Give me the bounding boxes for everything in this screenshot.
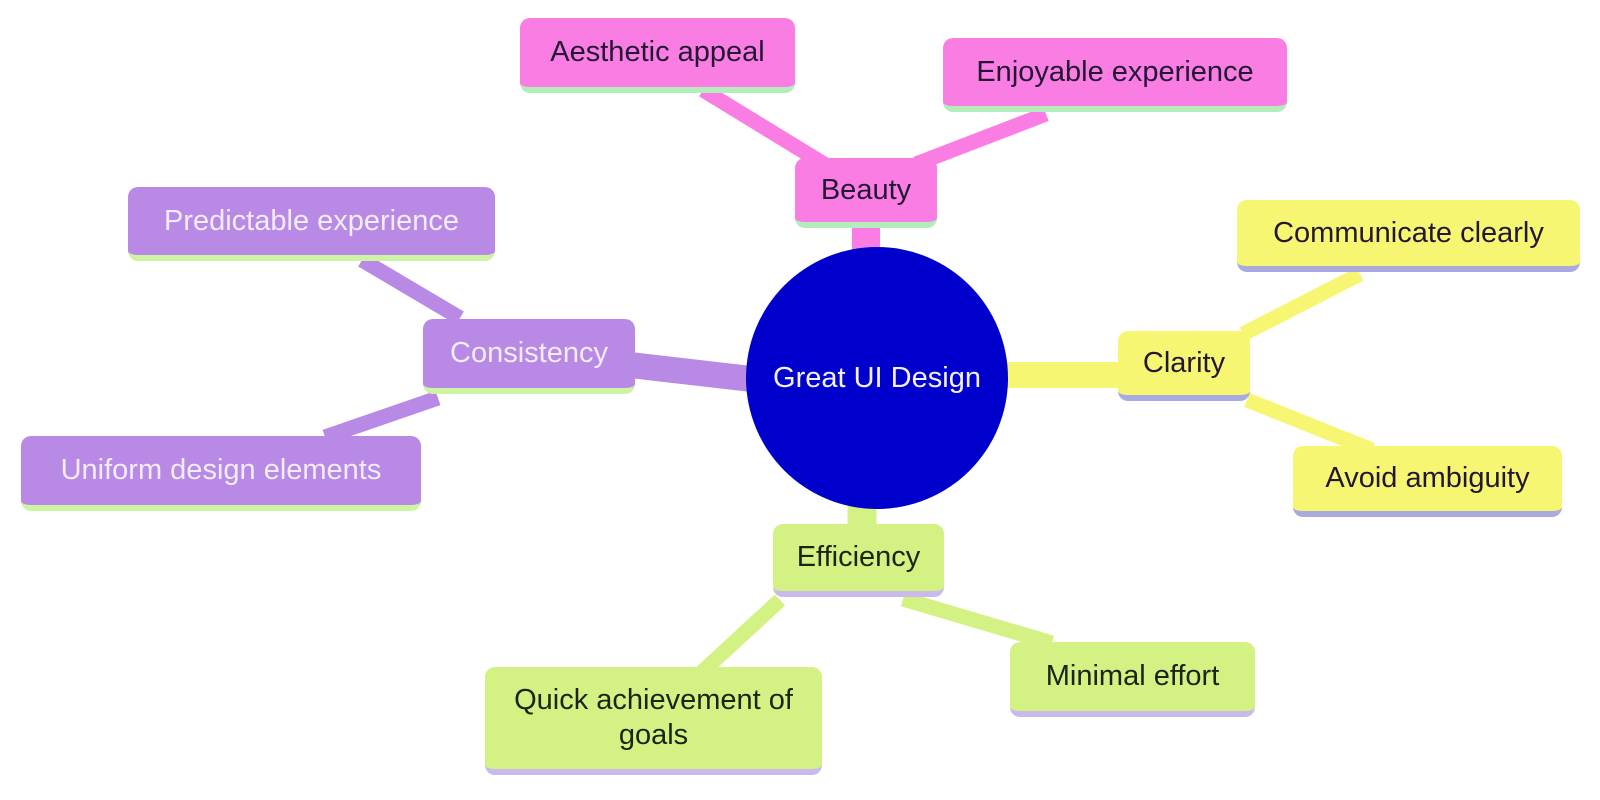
node-consistency: Consistency xyxy=(423,319,635,394)
edge-consistency-predictable-experience xyxy=(358,253,464,325)
node-avoid-ambiguity-label: Avoid ambiguity xyxy=(1325,462,1530,495)
node-enjoyable-experience: Enjoyable experience xyxy=(943,38,1287,112)
node-avoid-ambiguity: Avoid ambiguity xyxy=(1293,446,1562,517)
node-clarity-label: Clarity xyxy=(1142,346,1226,379)
node-consistency-label: Consistency xyxy=(450,337,608,370)
node-minimal-effort: Minimal effort xyxy=(1010,642,1255,717)
node-uniform-design-elements-label: Uniform design elements xyxy=(60,454,382,487)
edge-clarity-communicate-clearly xyxy=(1239,267,1364,341)
edge-consistency-uniform-design-elements xyxy=(322,390,441,445)
node-beauty: Beauty xyxy=(795,158,937,228)
node-communicate-clearly-label: Communicate clearly xyxy=(1273,216,1544,249)
node-uniform-design-elements: Uniform design elements xyxy=(21,436,421,511)
node-predictable-experience-label: Predictable experience xyxy=(163,204,459,237)
node-communicate-clearly: Communicate clearly xyxy=(1237,200,1580,272)
edge-beauty-aesthetic-appeal xyxy=(699,83,828,171)
node-aesthetic-appeal-label: Aesthetic appeal xyxy=(550,36,765,69)
node-enjoyable-experience-label: Enjoyable experience xyxy=(976,55,1254,88)
node-minimal-effort-label: Minimal effort xyxy=(1045,660,1220,693)
node-quick-achievement-of-goals-label: Quick achievement of goals xyxy=(514,684,793,751)
edge-root-consistency xyxy=(628,352,762,393)
node-clarity: Clarity xyxy=(1118,331,1250,401)
node-efficiency: Efficiency xyxy=(773,524,944,597)
node-predictable-experience: Predictable experience xyxy=(128,187,495,261)
node-quick-achievement-of-goals: Quick achievement of goals xyxy=(485,667,822,775)
node-aesthetic-appeal: Aesthetic appeal xyxy=(520,18,795,93)
edge-beauty-enjoyable-experience xyxy=(913,106,1049,172)
edge-efficiency-quick-achievement xyxy=(696,594,786,678)
edge-efficiency-minimal-effort xyxy=(900,591,1055,651)
edge-clarity-avoid-ambiguity xyxy=(1244,393,1375,457)
node-root-label: Great UI Design xyxy=(773,361,981,394)
node-beauty-label: Beauty xyxy=(820,173,912,206)
node-efficiency-label: Efficiency xyxy=(796,541,921,574)
node-root: Great UI Design xyxy=(746,247,1008,509)
